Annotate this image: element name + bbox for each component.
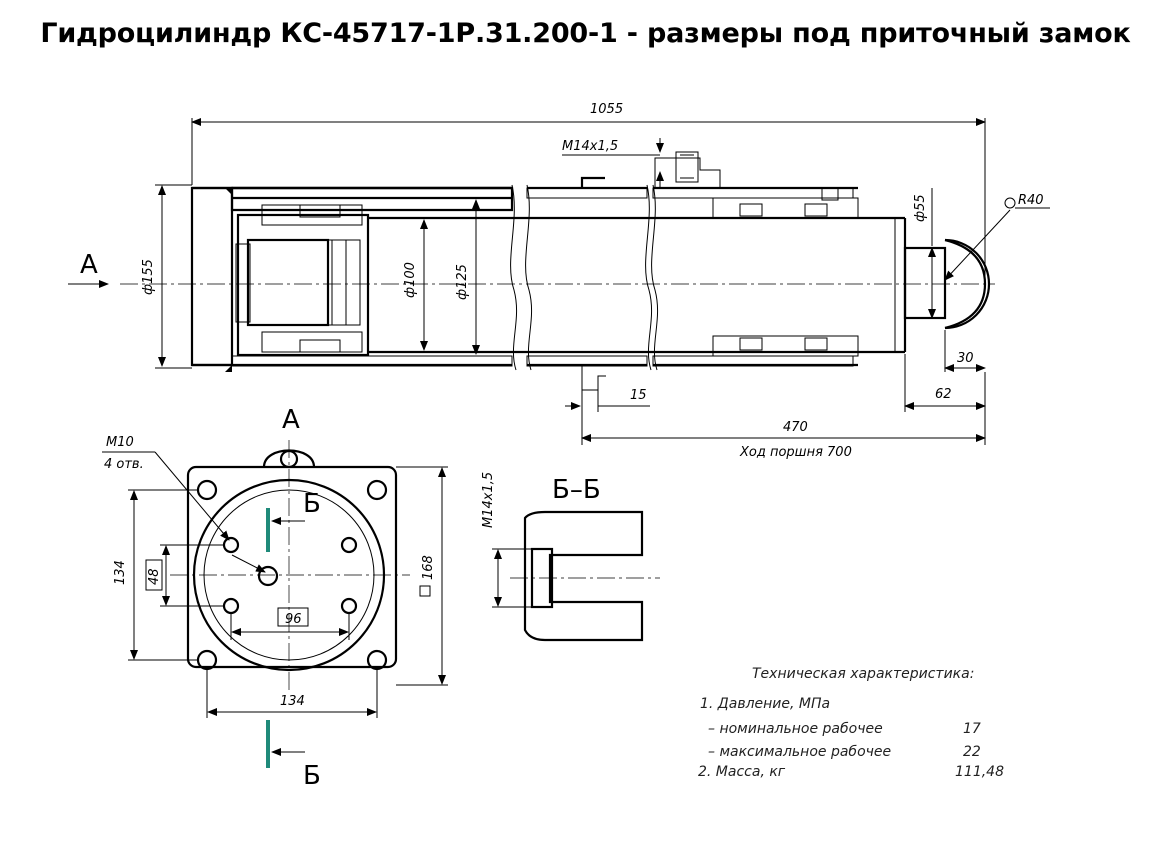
dim-flange-134-vertical: 134 xyxy=(113,560,128,585)
port-fitting xyxy=(654,157,721,188)
mount-lug xyxy=(581,366,606,391)
dim-port-thread: M14x1,5 xyxy=(562,139,618,154)
flange-square xyxy=(186,465,398,669)
end-cap xyxy=(190,186,234,367)
gland-top xyxy=(712,197,859,219)
dim-stroke: Ход поршня 700 xyxy=(739,445,852,460)
dim-15: 15 xyxy=(630,388,647,403)
spec-heading: Техническая характеристика: xyxy=(752,666,974,682)
specifications-block: Техническая характеристика: 1. Давление,… xyxy=(698,666,1004,780)
dim-bore-diameter: ф125 xyxy=(455,264,470,300)
dim-bolt-96: 96 xyxy=(285,612,302,627)
gland-bottom xyxy=(712,335,859,357)
ball-end xyxy=(944,238,991,330)
cylinder-side-view xyxy=(120,151,995,391)
piston-seal-bottom xyxy=(299,339,341,353)
bolt-hole xyxy=(366,479,388,501)
piston-nut xyxy=(246,238,330,327)
dim-flange-134-horizontal: 134 xyxy=(280,694,305,709)
view-a-label-top: А xyxy=(282,405,300,435)
dim-rod-diameter-small: ф100 xyxy=(403,262,418,298)
spec-item1: 1. Давление, МПа xyxy=(700,696,830,712)
section-b-label-bottom: Б xyxy=(303,761,321,791)
dim-section-thread: M14x1,5 xyxy=(481,472,496,528)
dim-outer-diameter: ф155 xyxy=(141,259,156,295)
tube-top-wall xyxy=(231,187,513,199)
page-title: Гидроцилиндр КС-45717-1Р.31.200-1 - разм… xyxy=(40,18,1131,49)
view-a-label-left: А xyxy=(80,250,98,280)
dim-30: 30 xyxy=(957,351,974,366)
section-title: Б–Б xyxy=(552,475,601,505)
mount-hole xyxy=(340,597,358,615)
mount-hole xyxy=(222,597,240,615)
spec-item2-label: 2. Масса, кг xyxy=(698,764,786,780)
dim-flange-168: 168 xyxy=(421,555,436,580)
piston-seal-top xyxy=(299,204,341,218)
section-b-label-top: Б xyxy=(303,489,321,519)
port-hole xyxy=(257,565,279,587)
mount-hole xyxy=(222,536,240,554)
dim-62: 62 xyxy=(935,387,952,402)
dim-470: 470 xyxy=(783,420,808,435)
dim-overall-length: 1055 xyxy=(590,102,623,117)
spec-item1a-value: 17 xyxy=(963,721,981,737)
dim-bolt-48: 48 xyxy=(147,568,162,585)
spec-item2-value: 111,48 xyxy=(955,764,1004,780)
spec-item1b-value: 22 xyxy=(963,744,981,760)
section-hatched-body xyxy=(523,510,644,642)
mount-hole xyxy=(340,536,358,554)
dim-bolt-count: 4 отв. xyxy=(104,457,144,472)
rod-end xyxy=(903,246,947,320)
end-view-a: А M10 4 отв. 134 xyxy=(102,405,448,791)
spec-item1b-label: – максимальное рабочее xyxy=(708,744,891,760)
piston xyxy=(236,213,370,357)
spec-item1a-label: – номинальное рабочее xyxy=(708,721,883,737)
dim-rod-diameter: ф55 xyxy=(913,194,928,222)
break-line xyxy=(510,184,518,371)
bolt-hole xyxy=(196,479,218,501)
section-b-b: Б–Б M14x1,5 xyxy=(481,472,660,642)
main-dimensions: 1055 M14x1,5 ф155 ф100 ф125 ф55 R40 30 xyxy=(68,102,1050,460)
dim-ball-radius: R40 xyxy=(1018,193,1044,208)
dim-bolt-thread: M10 xyxy=(106,435,134,450)
